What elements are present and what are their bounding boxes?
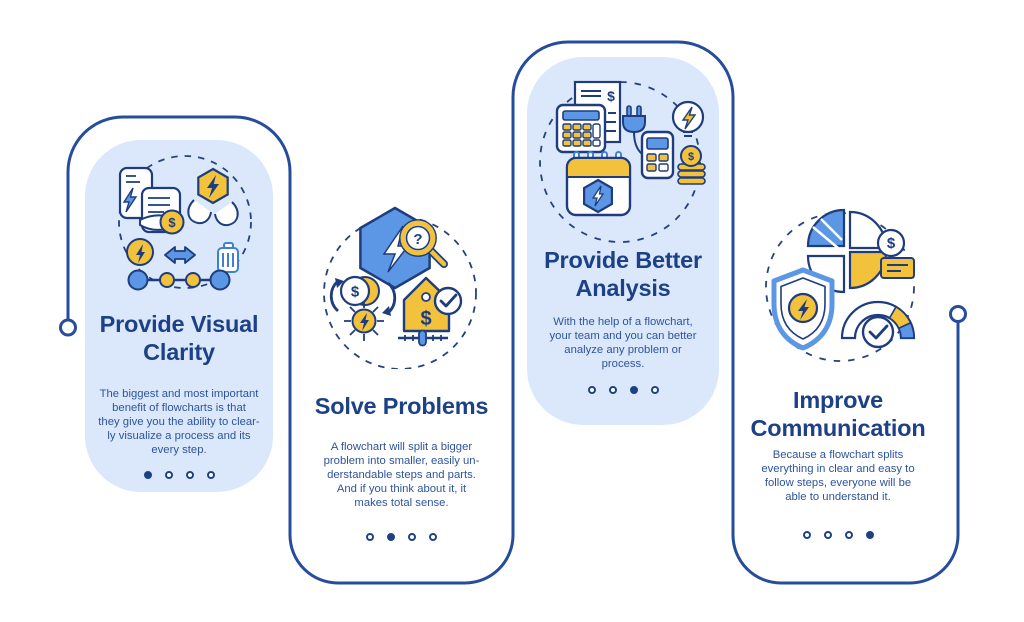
small-calculator-icon [640,130,675,180]
card-provide-better-analysis: $ [527,57,719,425]
card-title: Solve Problems [300,392,503,420]
card-title: Provide Visual Clarity [85,310,273,366]
lightning-sun-icon [344,301,384,341]
dashed-circle-icon [323,216,477,369]
calculator-icon [555,103,607,154]
card-solve-problems: ? $ $ [300,198,503,560]
desc-line: your team and you can better [549,330,697,342]
pagination-dot [844,531,853,539]
card-description: The biggest and most important benefit o… [85,387,273,457]
svg-text:?: ? [413,231,422,248]
check-circle-icon [433,286,463,316]
connector-right-node [949,305,967,323]
title-line: Provide Visual [99,311,259,337]
connector-line [66,40,960,585]
svg-text:$: $ [887,235,896,252]
desc-line: they give you the ability to clear- [98,416,260,428]
progress-dots-icon [127,269,231,291]
pagination-dot [366,533,374,541]
solve-problems-illustration: ? $ $ [323,206,477,369]
connector-left-node [59,318,77,337]
dollar-coin-icon: $ [876,228,906,258]
title-line: Analysis [575,275,671,301]
pagination-dot [185,471,194,479]
pagination-dot [865,531,874,539]
title-line: Improve [792,387,884,413]
pagination-dot [387,533,395,541]
pagination-dot [206,471,215,479]
desc-line: With the help of a flowchart, [553,316,693,328]
card-improve-communication: $ Improve Communication [737,200,939,560]
desc-line: benefit of flowcharts is that [112,402,246,414]
card-description: A flowchart will split a bigger problem … [300,440,503,510]
pagination-dot [429,533,437,541]
improve-communication-illustration: $ [765,208,916,362]
svg-text:$: $ [351,284,360,301]
dollar-coin-icon: $ [159,209,185,235]
card-title: Improve Communication [737,386,939,442]
pagination-dots [737,531,939,539]
pagination-dots [527,386,719,394]
plug-icon [622,105,646,155]
desc-line: able to understand it. [785,491,891,503]
pagination-dot [143,471,152,479]
banknotes-icon [880,257,915,279]
coin-stack-icon: $ [677,145,706,185]
pagination-dot [164,471,173,479]
pagination-dots [300,533,503,541]
holding-hands-icon [187,199,239,227]
gauge-check-icon [840,300,916,349]
card-title: Provide Better Analysis [527,246,719,302]
pagination-dot [629,386,638,394]
desc-line: problem into smaller, easily un- [323,455,480,467]
card-provide-visual-clarity: $ [85,140,273,492]
svg-text:$: $ [168,215,176,230]
card-description: Because a flowchart splits everything in… [737,448,939,504]
question-magnifier-icon: ? [399,219,448,268]
slider-icon [398,329,448,347]
dollar-coins-icon: $ [339,275,380,307]
svg-text:$: $ [688,151,694,163]
luggage-icon [217,242,239,273]
pagination-dot [802,531,811,539]
pagination-dot [587,386,596,394]
pagination-dots [85,471,273,479]
title-line: Provide Better [544,247,702,273]
desc-line: And if you think about it, it [336,483,467,495]
pagination-dot [823,531,832,539]
calendar-lightning-icon [565,151,632,217]
cycle-arrows-icon [329,278,397,316]
desc-line: A flowchart will split a bigger [330,441,473,453]
lightning-shield-icon [771,267,835,351]
pagination-dot [650,386,659,394]
title-line: Clarity [143,339,215,365]
dashed-circle-icon [118,155,252,289]
pagination-dot [408,533,416,541]
desc-line: Because a flowchart splits [772,449,904,461]
double-arrow-icon [164,246,196,264]
svg-text:$: $ [607,88,615,104]
title-line: Communication [750,415,926,441]
desc-line: everything in clear and easy to [761,463,915,475]
visual-clarity-illustration: $ [118,155,252,291]
desc-line: every step. [151,444,207,456]
desc-line: The biggest and most important [99,388,259,400]
desc-line: makes total sense. [354,497,449,509]
title-line: Solve Problems [314,393,489,419]
card-description: With the help of a flowchart, your team … [527,315,719,371]
desc-line: process. [601,358,645,370]
desc-line: ly visualize a process and its [107,430,251,442]
desc-line: follow steps, everyone will be [764,477,912,489]
lightbulb-icon [671,100,705,137]
desc-line: analyze any problem or [564,344,682,356]
lightning-hexagon-icon [197,167,229,205]
lightning-circle-icon [126,238,154,266]
svg-text:$: $ [420,308,431,330]
better-analysis-illustration: $ [539,80,706,243]
desc-line: derstandable steps and parts. [327,469,476,481]
pagination-dot [608,386,617,394]
